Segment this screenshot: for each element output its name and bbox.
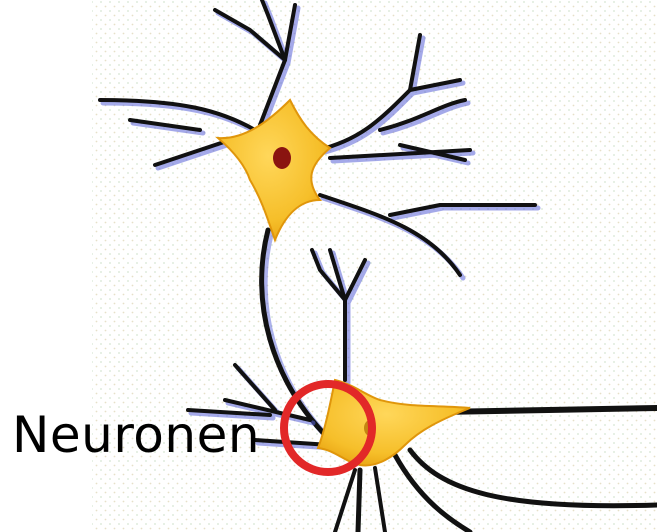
upper-neuron-nucleus — [273, 147, 291, 169]
neuronen-label: Neuronen — [12, 410, 260, 460]
